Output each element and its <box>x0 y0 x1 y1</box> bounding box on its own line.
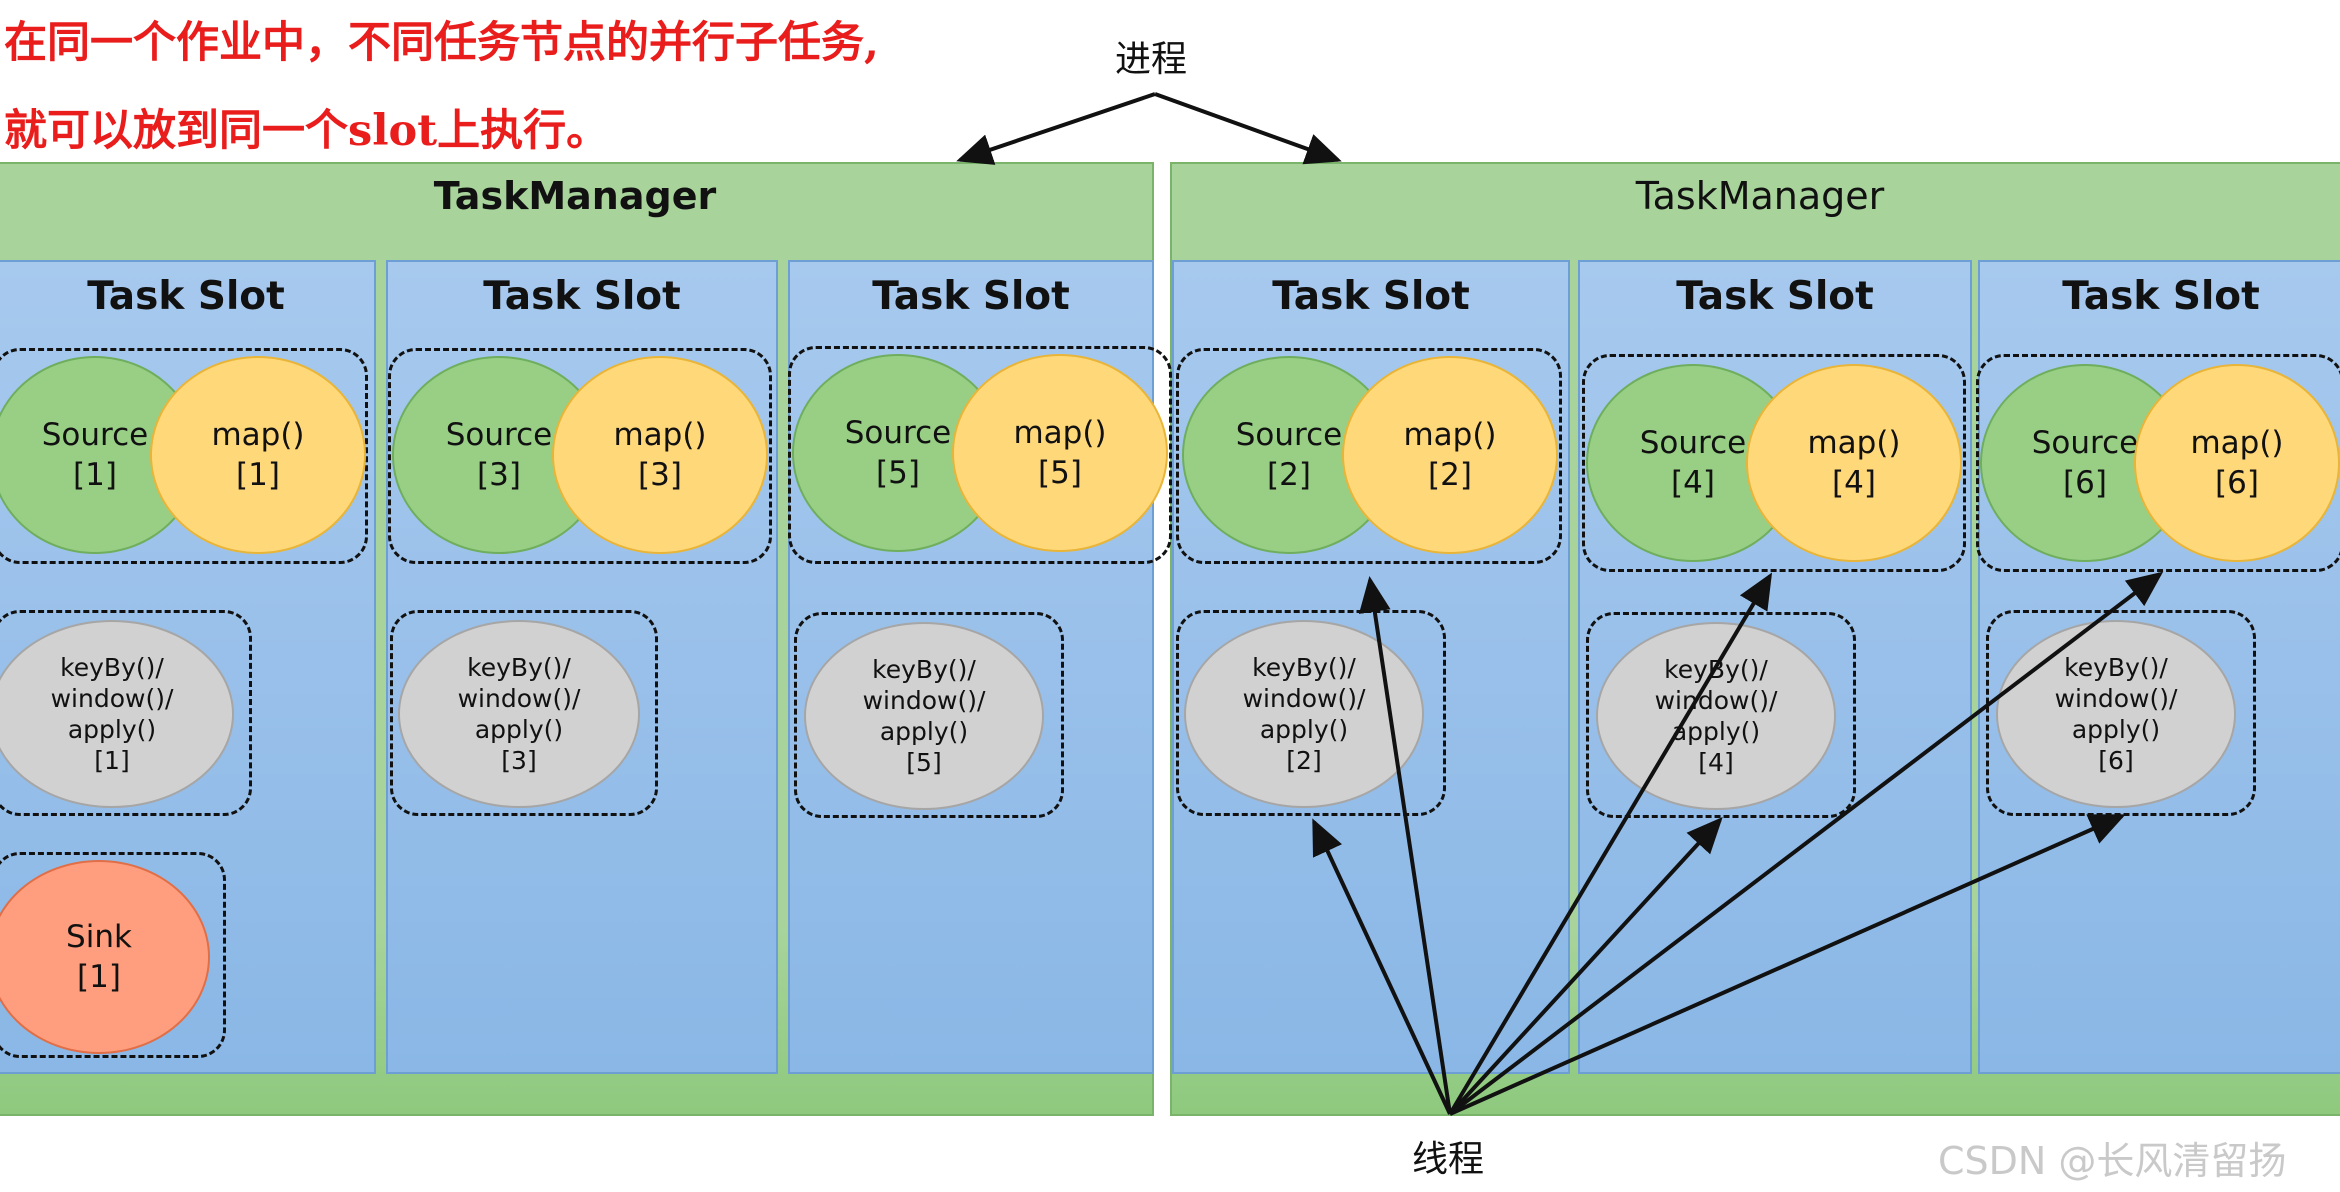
sink-index: [1] <box>77 959 121 995</box>
source-label: Source <box>1235 416 1343 453</box>
source-index: [1] <box>73 457 117 493</box>
map-operator: map() [1] <box>150 356 366 554</box>
source-label: Source <box>844 414 952 451</box>
source-label: Source <box>445 416 553 453</box>
keyby-index: [3] <box>501 746 537 776</box>
map-index: [1] <box>236 457 280 493</box>
apply-line: apply() <box>1671 717 1761 746</box>
task-slot-title: Task Slot <box>1272 274 1470 319</box>
map-label: map() <box>1807 424 1901 461</box>
keyby-window-apply-operator: keyBy()/ window()/ apply() [4] <box>1596 622 1836 810</box>
task-slot-title: Task Slot <box>872 274 1070 319</box>
apply-line: apply() <box>2071 715 2161 744</box>
window-line: window()/ <box>862 685 986 715</box>
thread-arrow-keyby-6 <box>1449 814 2126 1116</box>
source-index: [3] <box>477 457 521 493</box>
sink-operator: Sink [1] <box>0 860 210 1054</box>
keyby-window-apply-operator: keyBy()/ window()/ apply() [1] <box>0 620 234 808</box>
source-label: Source <box>2031 424 2139 461</box>
keyby-index: [6] <box>2098 746 2134 776</box>
apply-line: apply() <box>474 715 564 744</box>
window-line: window()/ <box>1242 683 1366 713</box>
process-arrow-left <box>956 92 1156 165</box>
keyby-line: keyBy()/ <box>872 654 976 684</box>
sink-label: Sink <box>66 918 132 955</box>
process-arrow-right <box>1154 92 1342 165</box>
keyby-window-apply-operator: keyBy()/ window()/ apply() [2] <box>1184 620 1424 808</box>
task-slot-title: Task Slot <box>87 274 285 319</box>
thread-label: 线程 <box>1412 1139 1485 1180</box>
operator-chain-group <box>0 348 368 564</box>
window-line: window()/ <box>1654 685 1778 715</box>
map-index: [5] <box>1038 455 1082 491</box>
keyby-group <box>794 612 1064 818</box>
keyby-line: keyBy()/ <box>1252 652 1356 682</box>
map-label: map() <box>613 416 707 453</box>
map-operator: map() [4] <box>1746 364 1962 562</box>
task-slot-title: Task Slot <box>2062 274 2260 319</box>
caption-line-1: 在同一个作业中，不同任务节点的并行子任务, <box>4 18 879 68</box>
map-label: map() <box>2190 424 2284 461</box>
map-label: map() <box>1013 414 1107 451</box>
operator-chain-group <box>1176 348 1562 564</box>
sink-group <box>0 852 226 1058</box>
keyby-index: [1] <box>94 746 130 776</box>
apply-line: apply() <box>1259 715 1349 744</box>
source-index: [4] <box>1671 465 1715 501</box>
map-label: map() <box>211 416 305 453</box>
map-index: [3] <box>638 457 682 493</box>
keyby-window-apply-operator: keyBy()/ window()/ apply() [3] <box>398 620 640 808</box>
keyby-index: [5] <box>906 748 942 778</box>
keyby-window-apply-operator: keyBy()/ window()/ apply() [5] <box>804 622 1044 810</box>
map-index: [6] <box>2215 465 2259 501</box>
apply-line: apply() <box>879 717 969 746</box>
map-index: [4] <box>1832 465 1876 501</box>
source-index: [5] <box>876 455 920 491</box>
process-label: 进程 <box>1115 39 1188 80</box>
operator-chain-group <box>1582 354 1966 572</box>
source-label: Source <box>1639 424 1747 461</box>
keyby-line: keyBy()/ <box>2064 652 2168 682</box>
apply-line: apply() <box>67 715 157 744</box>
keyby-group <box>0 610 252 816</box>
keyby-line: keyBy()/ <box>467 652 571 682</box>
thread-arrow-keyby-2 <box>1312 818 1452 1115</box>
caption-line-2: 就可以放到同一个slot上执行。 <box>4 106 610 156</box>
map-operator: map() [5] <box>952 354 1168 552</box>
taskmanager-1-title: TaskManager <box>433 174 717 218</box>
operator-chain-group <box>788 346 1172 564</box>
taskmanager-2-title: TaskManager <box>1635 174 1885 218</box>
source-index: [6] <box>2063 465 2107 501</box>
map-operator: map() [3] <box>552 356 768 554</box>
map-operator: map() [6] <box>2134 364 2340 562</box>
map-label: map() <box>1403 416 1497 453</box>
keyby-group <box>1586 612 1856 818</box>
thread-arrow-chain-4 <box>1448 572 1773 1116</box>
keyby-line: keyBy()/ <box>60 652 164 682</box>
map-operator: map() [2] <box>1342 356 1558 554</box>
keyby-group <box>390 610 658 816</box>
thread-arrow-keyby-4 <box>1448 817 1723 1116</box>
task-slot-title: Task Slot <box>1676 274 1874 319</box>
window-line: window()/ <box>457 683 581 713</box>
task-slot-title: Task Slot <box>483 274 681 319</box>
keyby-index: [2] <box>1286 746 1322 776</box>
operator-chain-group <box>388 348 772 564</box>
window-line: window()/ <box>2054 683 2178 713</box>
watermark: CSDN @长风清留扬 <box>1938 1139 2287 1183</box>
window-line: window()/ <box>50 683 174 713</box>
thread-arrow-chain-2 <box>1358 576 1452 1115</box>
map-index: [2] <box>1428 457 1472 493</box>
thread-arrow-chain-6 <box>1448 571 2164 1116</box>
source-label: Source <box>41 416 149 453</box>
source-index: [2] <box>1267 457 1311 493</box>
operator-chain-group <box>1976 354 2340 572</box>
keyby-index: [4] <box>1698 748 1734 778</box>
keyby-group <box>1176 610 1446 816</box>
keyby-window-apply-operator: keyBy()/ window()/ apply() [6] <box>1996 620 2236 808</box>
